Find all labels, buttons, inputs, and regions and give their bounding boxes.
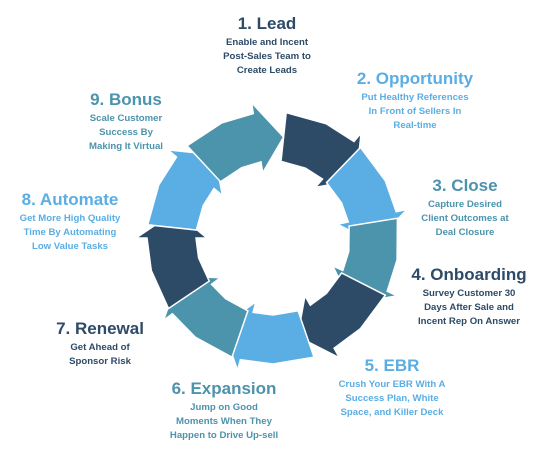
step-description: Scale Customer Success By Making It Virt… <box>62 112 190 154</box>
step-renewal: 7. Renewal Get Ahead of Sponsor Risk <box>36 319 164 369</box>
step-description-line: Enable and Incent <box>225 37 309 48</box>
step-description: Enable and Incent Post-Sales Team to Cre… <box>197 36 337 78</box>
step-description-line: Happen to Drive Up-sell <box>169 430 279 441</box>
step-description-line: Sponsor Risk <box>69 356 131 367</box>
step-title: 6. Expansion <box>171 379 277 398</box>
arrow-bonus-icon <box>185 100 285 183</box>
step-description: Get More High Quality Time By Automating… <box>2 212 138 254</box>
step-description-line: Space, and Killer Deck <box>340 407 444 418</box>
step-description-line: Success By <box>99 127 153 138</box>
step-ebr: 5. EBR Crush Your EBR With A Success Pla… <box>317 356 467 420</box>
step-description-line: Survey Customer 30 <box>422 288 516 299</box>
step-lead: 1. Lead Enable and Incent Post-Sales Tea… <box>197 14 337 78</box>
step-description-line: Incent Rep On Answer <box>418 316 520 327</box>
step-description-line: Success Plan, White <box>345 393 439 404</box>
step-description-line: Low Value Tasks <box>31 241 109 252</box>
step-description-line: Real-time <box>393 120 437 131</box>
step-expansion: 6. Expansion Jump on Good Moments When T… <box>150 379 298 443</box>
step-description-line: Jump on Good <box>190 402 258 413</box>
step-description: Jump on Good Moments When They Happen to… <box>150 401 298 443</box>
step-description-line: Client Outcomes at <box>421 213 509 224</box>
step-description-line: Time By Automating <box>23 227 117 238</box>
step-automate: 8. Automate Get More High Quality Time B… <box>2 190 138 254</box>
step-title: 8. Automate <box>21 190 119 209</box>
step-bonus: 9. Bonus Scale Customer Success By Makin… <box>62 90 190 154</box>
step-title: 4. Onboarding <box>411 265 527 284</box>
step-description-line: Scale Customer <box>89 113 163 124</box>
step-description-line: Crush Your EBR With A <box>338 379 446 390</box>
step-description: Put Healthy References In Front of Selle… <box>336 91 494 133</box>
step-close: 3. Close Capture Desired Client Outcomes… <box>399 176 531 240</box>
step-description: Crush Your EBR With A Success Plan, Whit… <box>317 378 467 420</box>
arrow-onboarding-icon <box>296 272 387 360</box>
step-title: 9. Bonus <box>90 90 162 109</box>
step-description-line: Days After Sale and <box>424 302 514 313</box>
step-description-line: Post-Sales Team to <box>223 51 311 62</box>
step-description-line: Moments When They <box>176 416 272 427</box>
step-onboarding: 4. Onboarding Survey Customer 30 Days Af… <box>398 265 540 329</box>
step-title: 2. Opportunity <box>356 69 474 88</box>
step-title: 1. Lead <box>237 14 297 33</box>
step-description: Survey Customer 30 Days After Sale and I… <box>398 287 540 329</box>
step-description-line: Capture Desired <box>427 199 503 210</box>
step-description-line: Put Healthy References <box>361 92 469 103</box>
step-title: 5. EBR <box>364 356 420 375</box>
step-description-line: Get More High Quality <box>19 213 121 224</box>
step-title: 3. Close <box>432 176 498 195</box>
step-description-line: Create Leads <box>236 65 298 76</box>
step-description: Capture Desired Client Outcomes at Deal … <box>399 198 531 240</box>
step-opportunity: 2. Opportunity Put Healthy References In… <box>336 69 494 133</box>
step-description-line: Deal Closure <box>435 227 495 238</box>
step-description-line: Get Ahead of <box>70 342 130 353</box>
step-title: 7. Renewal <box>56 319 144 338</box>
step-description-line: In Front of Sellers In <box>368 106 462 117</box>
step-description: Get Ahead of Sponsor Risk <box>36 341 164 369</box>
step-description-line: Making It Virtual <box>89 141 163 152</box>
